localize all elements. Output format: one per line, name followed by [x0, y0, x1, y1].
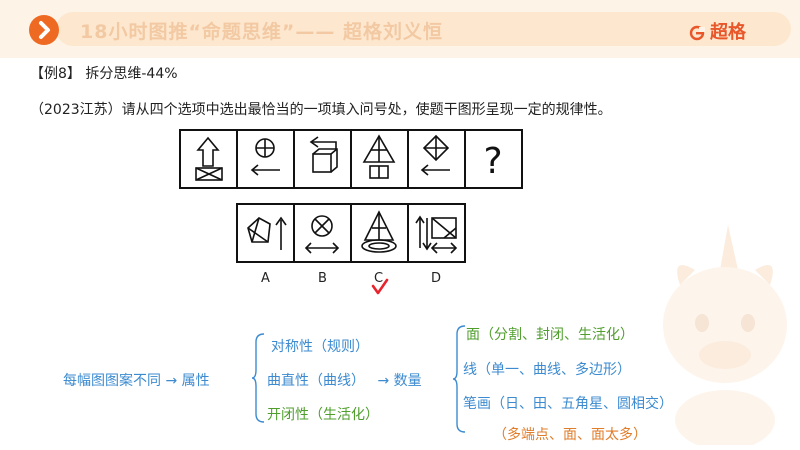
note-attribute: 属性 [181, 373, 210, 389]
option-b-figure [304, 215, 340, 254]
unicorn-mascot-icon [663, 225, 787, 445]
branch-curvature: 曲直性（曲线） → 数量 [267, 370, 422, 390]
header-bar: 18小时图推“命题思维”—— 超格刘义恒 超格 [0, 0, 800, 58]
course-title: 18小时图推“命题思维”—— 超格刘义恒 [80, 21, 444, 43]
arrow-2: → [377, 373, 390, 389]
branch-curvature-text: 曲直性（曲线） [267, 373, 365, 389]
puzzle-svg: ? [179, 129, 523, 263]
note-root-text: 每幅图图案不同 [63, 373, 161, 389]
question-mark: ? [483, 141, 502, 182]
next-button[interactable] [29, 15, 59, 45]
title-banner [56, 12, 791, 46]
note-root: 每幅图图案不同 → 属性 [63, 370, 210, 390]
option-c-figure [361, 210, 397, 253]
count-note: （多端点、面、面太多） [493, 427, 647, 443]
stem-figure-5 [420, 134, 450, 176]
puzzle-figure: ? [168, 124, 540, 299]
option-b-label[interactable]: B [318, 271, 327, 286]
stem-figure-2 [250, 138, 280, 176]
logo-icon [689, 25, 705, 41]
attribute-brace [252, 333, 265, 423]
option-a-label[interactable]: A [261, 271, 270, 286]
question-text: （2023江苏）请从四个选项中选出最恰当的一项填入问号处，使题干图形呈现一定的规… [30, 102, 612, 118]
option-a-figure [247, 216, 287, 250]
arrow-1: → [165, 373, 178, 389]
count-line: 线（单一、曲线、多边形） [463, 362, 631, 378]
stem-figure-3 [309, 136, 338, 173]
option-d-figure [415, 215, 458, 254]
chevron-right-icon [39, 21, 50, 39]
answer-checkmark-icon [371, 278, 389, 295]
example-label: 【例8】 拆分思维-44% [30, 66, 178, 82]
count-stroke: 笔画（日、田、五角星、圆相交） [463, 396, 673, 412]
count-face: 面（分割、封闭、生活化） [466, 327, 634, 343]
branch-symmetry: 对称性（规则） [271, 339, 369, 355]
logo-text: 超格 [710, 22, 746, 43]
option-d-label[interactable]: D [431, 271, 442, 286]
note-count: 数量 [393, 373, 422, 389]
count-brace [453, 325, 466, 433]
stem-figure-4 [362, 134, 396, 179]
option-c-label[interactable]: C [374, 271, 384, 286]
brand-logo: 超格 [689, 18, 746, 44]
branch-openness: 开闭性（生活化） [267, 407, 379, 423]
stem-figure-1 [195, 136, 223, 181]
